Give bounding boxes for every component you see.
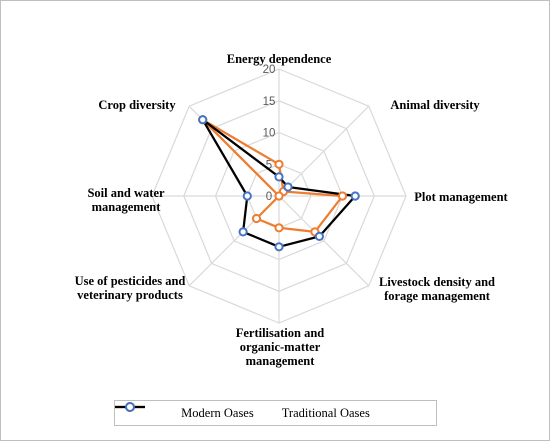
legend-swatch-traditional — [115, 402, 145, 412]
legend-item-modern: Modern Oases — [115, 402, 254, 421]
tick-label-15: 15 — [263, 96, 276, 108]
series-0-point-0 — [274, 159, 284, 169]
spoke-3 — [278, 195, 370, 287]
axis-label-1: Animal diversity — [390, 98, 480, 112]
series-1-point-2 — [350, 191, 360, 201]
series-1-point-7 — [198, 115, 208, 125]
spoke-1 — [278, 105, 370, 197]
tick-label-20: 20 — [263, 64, 276, 76]
legend-item-traditional: Traditional Oases — [115, 402, 370, 421]
series-1-point-3 — [314, 231, 324, 241]
series-0-point-4 — [274, 223, 284, 233]
axis-label-2: Plot management — [414, 190, 508, 204]
legend-label-traditional: Traditional Oases — [281, 405, 370, 420]
series-1-point-6 — [242, 191, 252, 201]
tick-label-5: 5 — [266, 159, 272, 171]
series-1-point-1 — [283, 182, 293, 192]
legend-label-modern: Modern Oases — [181, 405, 254, 420]
legend: Modern Oases Traditional Oases — [114, 400, 437, 426]
tick-label-0: 0 — [266, 191, 272, 203]
series-1-point-4 — [274, 242, 284, 252]
series-1-point-0 — [274, 172, 284, 182]
axis-label-0: Energy dependence — [227, 52, 332, 66]
series-0-point-5 — [251, 213, 262, 224]
series-1-point-5 — [238, 227, 248, 237]
axis-label-7: Crop diversity — [98, 98, 176, 112]
series-0-point-2 — [337, 191, 348, 201]
tick-label-10: 10 — [263, 128, 276, 140]
series-0-point-6 — [274, 191, 284, 201]
